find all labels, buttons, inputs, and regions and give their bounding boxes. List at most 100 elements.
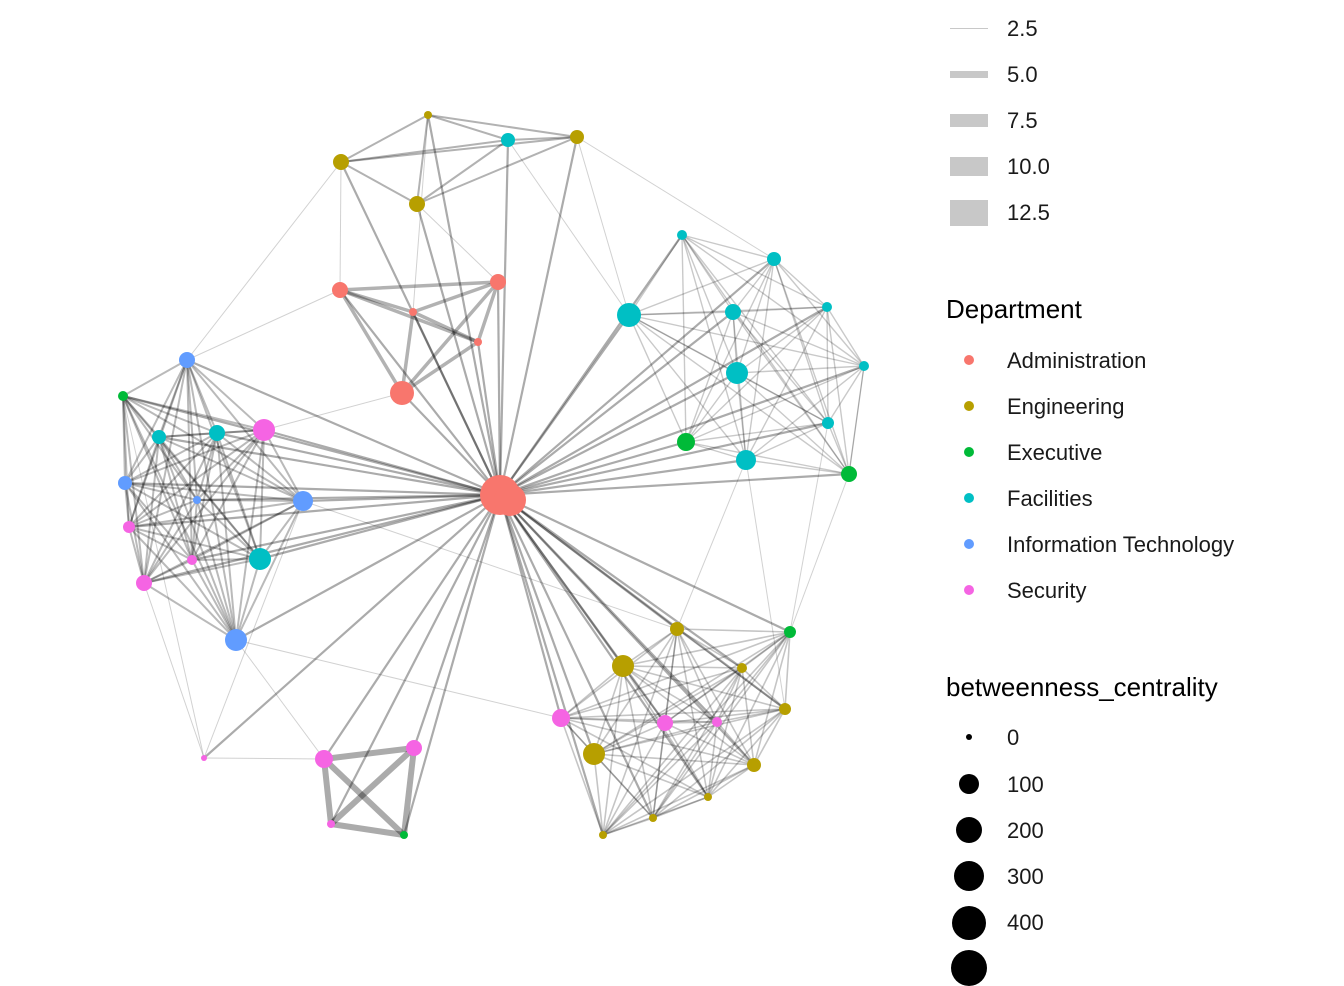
edge bbox=[773, 258, 850, 475]
edge bbox=[122, 395, 237, 641]
edge bbox=[784, 631, 791, 710]
edge bbox=[128, 526, 193, 561]
edge bbox=[416, 114, 429, 205]
weight-label-3: 7.5 bbox=[1007, 108, 1038, 133]
edge bbox=[476, 281, 500, 343]
edge bbox=[593, 753, 604, 836]
weight-label-2: 5.0 bbox=[1007, 62, 1038, 87]
weight-swatch-2 bbox=[950, 71, 988, 78]
edge bbox=[602, 764, 755, 836]
edge bbox=[128, 526, 237, 641]
edge bbox=[602, 817, 654, 836]
edge bbox=[158, 359, 188, 438]
edge bbox=[122, 395, 193, 561]
node-a2 bbox=[490, 274, 506, 290]
edge bbox=[593, 665, 624, 755]
edge bbox=[499, 494, 755, 766]
edge bbox=[302, 500, 678, 630]
size-label-400: 400 bbox=[1007, 910, 1044, 935]
node-s8 bbox=[327, 820, 335, 828]
size-key-100 bbox=[959, 774, 979, 794]
edge bbox=[707, 721, 718, 798]
edge bbox=[827, 422, 850, 475]
edge bbox=[681, 234, 829, 424]
edge bbox=[186, 359, 237, 641]
edge bbox=[412, 310, 479, 344]
edge bbox=[143, 500, 304, 584]
edge bbox=[401, 340, 479, 395]
edge bbox=[216, 431, 501, 497]
edge bbox=[186, 359, 265, 431]
edge bbox=[235, 639, 562, 719]
edge bbox=[128, 526, 145, 584]
node-x4 bbox=[400, 831, 408, 839]
edge bbox=[143, 582, 237, 641]
node-a5 bbox=[390, 381, 414, 405]
edge bbox=[685, 422, 829, 443]
edge bbox=[773, 258, 828, 308]
edge bbox=[330, 821, 405, 838]
edge bbox=[498, 494, 605, 836]
edge bbox=[560, 717, 666, 724]
edge bbox=[416, 136, 578, 205]
weight-swatch-5 bbox=[950, 200, 988, 226]
edge bbox=[593, 667, 743, 755]
edge bbox=[827, 365, 865, 424]
edge bbox=[745, 459, 850, 475]
node-f12 bbox=[209, 425, 225, 441]
node-x3 bbox=[118, 391, 128, 401]
edge bbox=[339, 288, 479, 344]
node-i5 bbox=[225, 629, 247, 651]
edge bbox=[602, 708, 786, 836]
edge bbox=[736, 365, 865, 374]
edge bbox=[339, 288, 414, 314]
edge bbox=[339, 280, 499, 292]
edge bbox=[593, 753, 654, 819]
edge bbox=[340, 136, 578, 163]
edge bbox=[676, 628, 718, 723]
node-e12 bbox=[649, 814, 657, 822]
edge bbox=[263, 429, 304, 502]
edge bbox=[128, 526, 261, 560]
edge bbox=[685, 306, 828, 443]
edge bbox=[259, 500, 304, 560]
edge bbox=[622, 665, 709, 798]
edge bbox=[676, 628, 791, 633]
edge bbox=[593, 753, 709, 798]
node-s10 bbox=[657, 715, 673, 731]
edge bbox=[191, 559, 237, 641]
edge bbox=[203, 494, 501, 759]
edge bbox=[622, 665, 654, 819]
edge bbox=[122, 395, 126, 484]
edge bbox=[122, 359, 188, 397]
edge bbox=[191, 432, 218, 561]
edge bbox=[191, 499, 198, 561]
edge bbox=[602, 721, 718, 836]
edge bbox=[186, 359, 193, 561]
weight-swatch-1 bbox=[950, 28, 988, 29]
edge bbox=[128, 432, 218, 528]
edge bbox=[745, 422, 829, 461]
edge bbox=[186, 289, 341, 361]
department-legend-title: Department bbox=[946, 294, 1082, 324]
edge bbox=[664, 722, 755, 766]
edge bbox=[560, 708, 786, 719]
betweenness-legend-title: betweenness_centrality bbox=[946, 672, 1218, 702]
edge bbox=[560, 631, 791, 719]
edge bbox=[773, 258, 865, 367]
edge bbox=[124, 429, 265, 484]
edge bbox=[745, 306, 828, 461]
edge bbox=[122, 395, 145, 584]
edge bbox=[476, 341, 502, 496]
edge bbox=[496, 281, 502, 496]
size-label-200: 200 bbox=[1007, 818, 1044, 843]
edge bbox=[652, 796, 709, 819]
edge bbox=[652, 764, 755, 819]
edge bbox=[339, 289, 501, 496]
edge bbox=[676, 628, 743, 669]
edge bbox=[593, 631, 791, 755]
edge bbox=[158, 436, 193, 561]
edge bbox=[186, 359, 304, 502]
department-label: Information Technology bbox=[1007, 532, 1235, 557]
edge bbox=[707, 764, 755, 798]
